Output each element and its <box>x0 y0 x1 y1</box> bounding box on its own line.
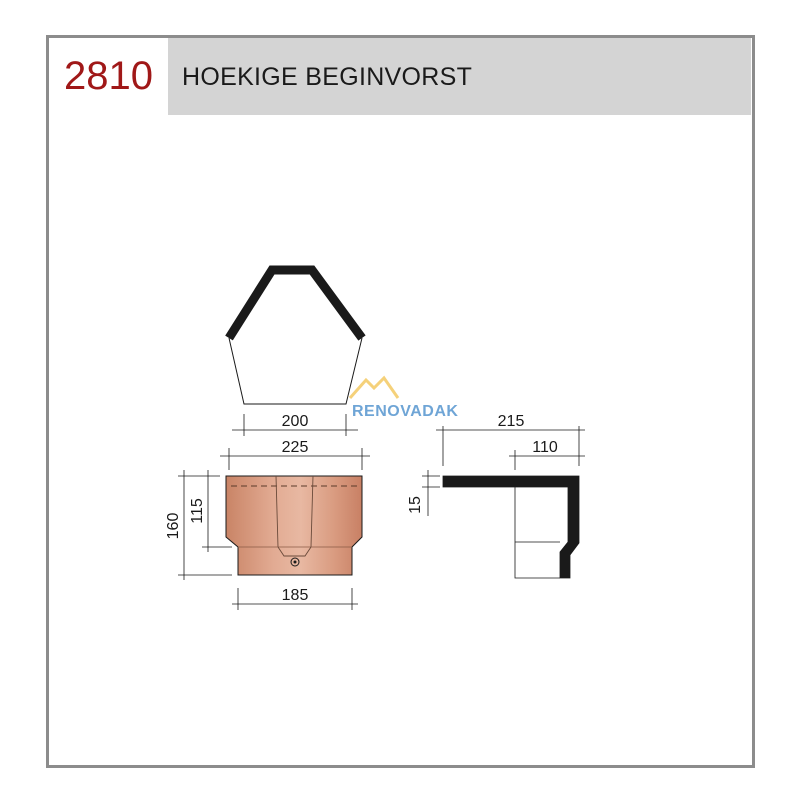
dim-top-width: 200 <box>232 413 358 436</box>
side-view <box>442 475 580 579</box>
product-code: 2810 <box>49 38 168 115</box>
dim-label-115: 115 <box>189 498 206 524</box>
dim-side-inner-width: 110 <box>509 439 585 470</box>
dim-label-225: 225 <box>282 439 309 456</box>
dim-body-height: 115 <box>189 470 232 552</box>
top-view-outline <box>228 337 363 405</box>
watermark-text: RENOVADAK <box>352 403 458 420</box>
dim-side-thickness: 15 <box>407 470 440 516</box>
front-view <box>225 475 363 576</box>
dim-label-185: 185 <box>282 587 309 604</box>
side-profile <box>442 475 580 579</box>
dim-label-160: 160 <box>165 513 182 540</box>
dim-bottom-width: 185 <box>232 587 358 610</box>
nail-hole <box>290 557 300 567</box>
product-title: HOEKIGE BEGINVORST <box>182 63 473 91</box>
dim-label-215: 215 <box>498 413 525 430</box>
side-inner-outline <box>514 487 560 579</box>
top-view-profile <box>225 265 366 341</box>
dim-total-height: 160 <box>165 470 232 580</box>
drawing-frame <box>46 35 755 768</box>
top-view <box>225 265 366 405</box>
watermark-logo: RENOVADAK <box>348 375 458 420</box>
dim-overall-width: 225 <box>220 439 370 470</box>
dim-label-110: 110 <box>532 439 558 456</box>
front-tile-body <box>225 475 363 576</box>
dim-label-15: 15 <box>407 496 424 514</box>
roof-icon <box>348 375 400 399</box>
dim-side-width: 215 <box>436 413 585 466</box>
header-bar <box>168 38 751 115</box>
dim-label-200: 200 <box>282 413 309 430</box>
